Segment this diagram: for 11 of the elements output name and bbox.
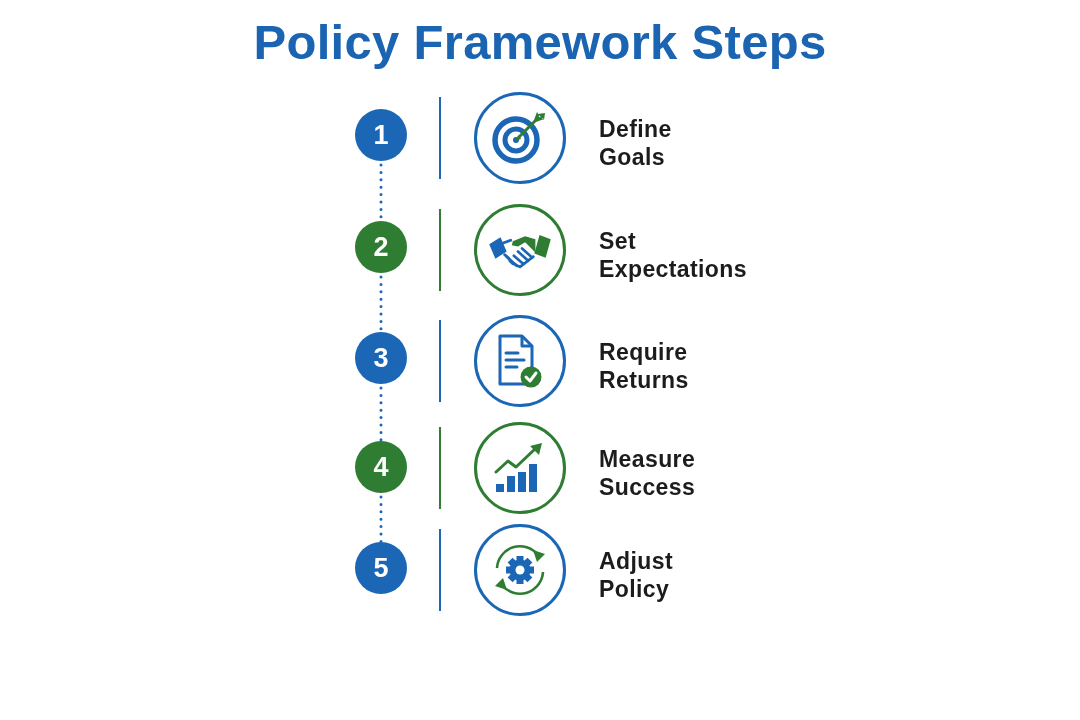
step-number: 3 — [355, 332, 407, 384]
step-label: Define Goals — [599, 115, 672, 171]
step-label: Set Expectations — [599, 227, 747, 283]
step-number: 4 — [355, 441, 407, 493]
step-number: 5 — [355, 542, 407, 594]
step-label: Measure Success — [599, 445, 696, 501]
step-number: 2 — [355, 221, 407, 273]
step-label: Require Returns — [599, 338, 689, 394]
title: Policy Framework Steps — [252, 14, 828, 71]
step-number: 1 — [355, 109, 407, 161]
step-label: Adjust Policy — [599, 547, 673, 603]
